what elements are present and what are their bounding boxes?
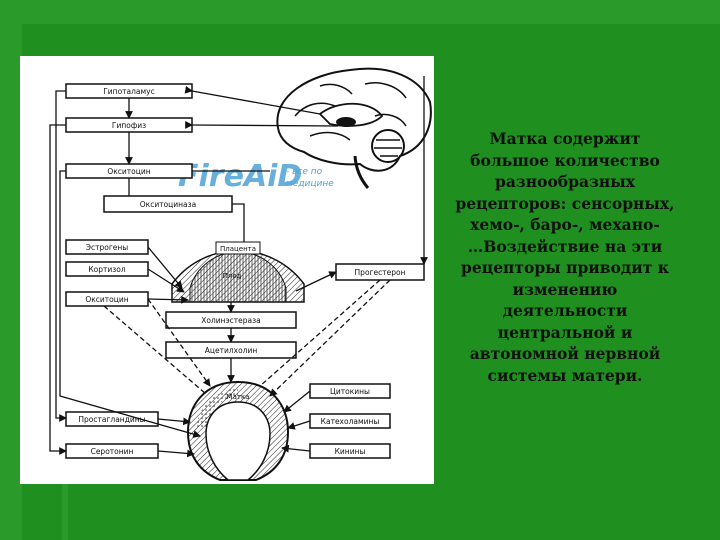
- label-prostaglandins: Простагландины: [78, 415, 145, 424]
- label-serotonin: Серотонин: [91, 447, 134, 456]
- label-uterus: Матка: [227, 393, 250, 401]
- label-oxytocin-top: Окситоцин: [107, 167, 150, 176]
- brain-illustration: [276, 67, 432, 189]
- caption-line: рецепторы приводит к: [461, 258, 669, 277]
- box-oxytocin-top: Окситоцин: [65, 163, 193, 179]
- top-band: [0, 0, 720, 24]
- box-oxytocin-left: Окситоцин: [65, 291, 149, 307]
- label-oxytocin-left: Окситоцин: [85, 295, 128, 304]
- box-cholinesterase: Холинэстераза: [165, 311, 297, 329]
- box-kinins: Кинины: [309, 443, 391, 459]
- regulation-diagram: FireAiD - все по медицине Плацента Плод …: [49, 67, 432, 481]
- box-oxytocinase: Окситоциназа: [103, 195, 233, 213]
- caption-line: автономной нервной: [469, 344, 661, 363]
- box-cytokines: Цитокины: [309, 383, 391, 399]
- caption-line: большое количество: [470, 150, 660, 170]
- left-band: [0, 0, 22, 540]
- box-prostaglandins: Простагландины: [65, 411, 159, 427]
- label-acetylcholine: Ацетилхолин: [205, 346, 258, 355]
- caption-line: …Воздействие на эти: [467, 236, 663, 256]
- accent-stripe: [62, 476, 68, 540]
- box-hypophysis: Гипофиз: [65, 117, 193, 133]
- box-acetylcholine: Ацетилхолин: [165, 341, 297, 359]
- caption-text: Матка содержит большое количество разноо…: [446, 128, 684, 386]
- label-hypophysis: Гипофиз: [112, 121, 146, 130]
- caption-line: деятельности: [502, 301, 628, 320]
- caption-line: Матка содержит: [489, 129, 641, 148]
- label-cholinesterase: Холинэстераза: [201, 316, 260, 325]
- label-progesterone: Прогестерон: [355, 268, 406, 277]
- watermark-brand: FireAiD: [178, 159, 302, 194]
- watermark-tagline-2: медицине: [286, 179, 334, 189]
- uterus-illustration: Матка: [186, 380, 290, 481]
- label-kinins: Кинины: [335, 447, 366, 456]
- caption-line: хемо-, баро-, механо-: [470, 215, 660, 234]
- box-progesterone: Прогестерон: [335, 263, 425, 281]
- label-cortisol: Кортизол: [88, 265, 125, 274]
- caption-line: системы матери.: [487, 365, 643, 385]
- label-oxytocinase: Окситоциназа: [140, 200, 196, 209]
- label-fetus: Плод: [223, 272, 242, 280]
- box-cortisol: Кортизол: [65, 261, 149, 277]
- watermark-tagline-1: - все по: [286, 167, 323, 177]
- label-cytokines: Цитокины: [330, 387, 370, 396]
- caption-line: центральной и: [497, 322, 633, 342]
- label-estrogens: Эстрогены: [86, 243, 129, 252]
- label-placenta: Плацента: [220, 245, 256, 253]
- watermark-logo: FireAiD - все по медицине: [178, 159, 334, 194]
- box-estrogens: Эстрогены: [65, 239, 149, 255]
- caption-line: изменению: [512, 279, 618, 299]
- diagram-panel: FireAiD - все по медицине Плацента Плод …: [20, 56, 434, 484]
- label-hypothalamus: Гипоталамус: [103, 87, 155, 96]
- connector-lines: [49, 76, 428, 458]
- box-hypothalamus: Гипоталамус: [65, 83, 193, 99]
- caption-line: разнообразных: [494, 172, 636, 191]
- box-serotonin: Серотонин: [65, 443, 159, 459]
- placenta-illustration: Плацента Плод: [171, 241, 305, 303]
- label-catecholamines: Катехоламины: [321, 417, 380, 426]
- caption-line: рецепторов: сенсорных,: [455, 193, 675, 213]
- box-catecholamines: Катехоламины: [309, 413, 391, 429]
